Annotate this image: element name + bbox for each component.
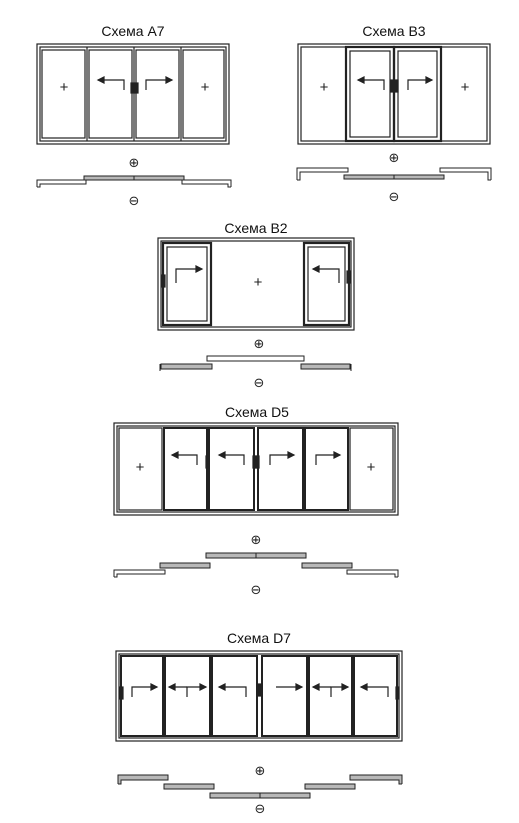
scheme-d5-elevation <box>113 422 399 516</box>
b2-circled-plus: ⊕ <box>254 337 265 352</box>
d5-circled-plus: ⊕ <box>251 533 262 548</box>
d5-outer-frame <box>113 422 399 516</box>
scheme-d7-title: Схема D7 <box>227 630 291 646</box>
b3-arrow-left <box>358 79 385 90</box>
d7-sash-6 <box>353 655 398 737</box>
a7-circled-minus: ⊖ <box>129 194 140 209</box>
a7-sash-3 <box>135 49 180 139</box>
b3-sash-right <box>392 45 443 143</box>
a7-circled-plus: ⊕ <box>129 156 140 171</box>
d5-circled-minus: ⊖ <box>251 583 262 598</box>
a7-fixed-panel-1 <box>41 49 86 139</box>
d7-sash-2 <box>164 655 211 737</box>
d7-sash-4 <box>261 655 308 737</box>
b3-outer-frame <box>297 43 491 145</box>
b3-circled-plus: ⊕ <box>389 151 400 166</box>
b3-plus-right: + <box>461 79 470 96</box>
d5-sash-5 <box>304 427 349 511</box>
scheme-a7-title: Схема А7 <box>101 23 165 39</box>
d7-circled-plus: ⊕ <box>255 764 266 779</box>
a7-handle-right <box>134 82 139 94</box>
scheme-a7-elevation <box>36 43 230 145</box>
a7-outer-frame <box>36 43 230 145</box>
d7-sash-5 <box>308 655 353 737</box>
b3-sash-left <box>344 45 396 143</box>
scheme-d7-plan <box>117 774 403 799</box>
a7-fixed-panel-4 <box>182 49 225 139</box>
b2-outer-frame <box>157 237 355 331</box>
b3-circled-minus: ⊖ <box>389 190 400 205</box>
d7-outer-frame <box>115 650 403 742</box>
d5-sash-4 <box>257 427 304 511</box>
scheme-a7-plan <box>36 175 232 188</box>
scheme-b2-elevation <box>157 237 355 331</box>
a7-arrow-right <box>145 79 172 90</box>
b2-arrow-left <box>313 268 340 283</box>
scheme-b3-elevation <box>297 43 491 145</box>
scheme-d5-title: Схема D5 <box>225 404 289 420</box>
d5-plus-right: + <box>367 459 376 476</box>
scheme-b2-title: Схема В2 <box>224 220 288 236</box>
b2-sash-left <box>161 241 213 327</box>
d7-sash-1 <box>120 655 164 737</box>
b2-plus-center: + <box>254 274 263 291</box>
d5-sash-3 <box>208 427 255 511</box>
a7-handle-left <box>130 82 135 94</box>
b3-arrow-right <box>407 79 432 90</box>
b2-arrow-right <box>175 268 202 283</box>
d5-sash-2 <box>163 427 208 511</box>
d7-circled-minus: ⊖ <box>255 802 266 817</box>
b2-sash-right <box>302 241 351 327</box>
d5-fixed-panel-6 <box>349 427 394 511</box>
scheme-d5-plan <box>113 552 399 578</box>
scheme-b3-title: Схема В3 <box>362 23 426 39</box>
d5-plus-left: + <box>136 459 145 476</box>
d7-sash-3 <box>211 655 258 737</box>
a7-arrow-left <box>98 79 125 90</box>
a7-sash-2 <box>88 49 133 139</box>
d5-fixed-panel-1 <box>118 427 163 511</box>
a7-plus-right: + <box>201 79 210 96</box>
scheme-b2-plan <box>159 355 352 371</box>
scheme-b3-plan <box>296 167 492 181</box>
b3-plus-left: + <box>320 79 329 96</box>
a7-plus-left: + <box>60 79 69 96</box>
scheme-d7-elevation <box>115 650 403 742</box>
b2-circled-minus: ⊖ <box>254 376 265 391</box>
